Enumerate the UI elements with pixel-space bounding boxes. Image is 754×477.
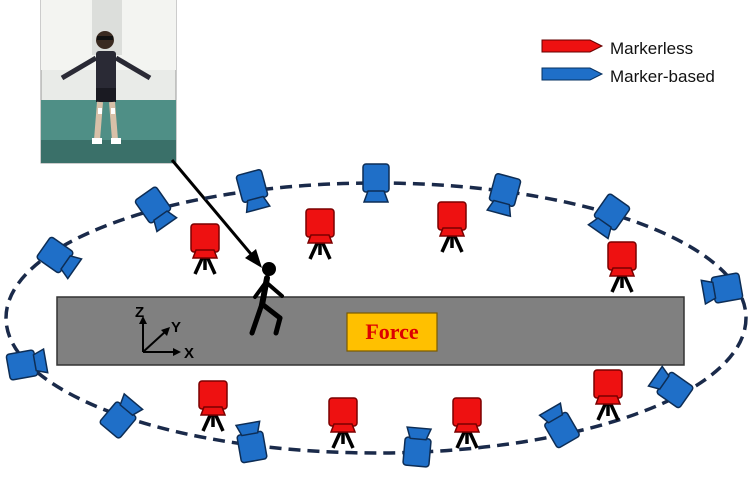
legend-swatch [541, 39, 604, 53]
force-plate: Force [346, 312, 438, 352]
legend-label: Marker-based [610, 67, 715, 86]
axis-z-label: Z [135, 304, 144, 321]
force-plate-label: Force [365, 319, 419, 344]
camera-icon [586, 192, 632, 240]
camera-icon [700, 272, 744, 306]
camera-icon [537, 401, 582, 450]
axis-y-label: Y [171, 319, 181, 336]
camera-on-tripod-icon [197, 379, 229, 433]
camera-on-tripod-icon [451, 396, 483, 450]
camera-icon [402, 426, 433, 468]
camera-on-tripod-icon [327, 396, 359, 450]
legend-swatch [541, 67, 604, 81]
camera-icon [98, 392, 145, 440]
subject-photo [40, 0, 177, 164]
legend-item-markerless: Markerless [541, 39, 693, 58]
camera-icon [362, 163, 390, 203]
camera-icon [647, 364, 695, 410]
camera-icon [485, 172, 522, 218]
legend-label: Markerless [610, 39, 693, 58]
coordinate-axes: Z Y X [135, 304, 194, 362]
legend-item-marker-based: Marker-based [541, 67, 715, 86]
camera-on-tripod-icon [606, 240, 638, 294]
camera-icon [235, 168, 272, 214]
camera-icon [234, 420, 268, 464]
camera-icon [35, 235, 83, 281]
camera-on-tripod-icon [189, 222, 221, 276]
pointer-arrow [170, 159, 262, 268]
axis-x-label: X [184, 345, 194, 362]
walking-person-icon [249, 262, 284, 336]
legend: Markerless Marker-based [541, 39, 715, 86]
camera-on-tripod-icon [304, 207, 336, 261]
camera-icon [133, 185, 179, 233]
camera-on-tripod-icon [436, 200, 468, 254]
camera-on-tripod-icon [592, 368, 624, 422]
